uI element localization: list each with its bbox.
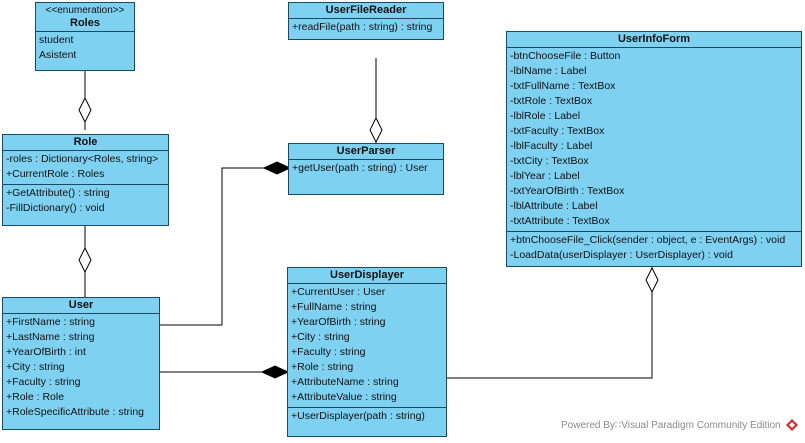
operation: -LoadData(userDisplayer : UserDisplayer)…: [510, 249, 733, 261]
class-name: UserInfoForm: [617, 33, 691, 45]
edge-parser-user: [160, 167, 290, 326]
attribute: +YearOfBirth : string: [291, 316, 386, 328]
attribute: -lblAttribute : Label: [510, 200, 598, 212]
operations-compartment: +GetAttribute() : string -FillDictionary…: [3, 185, 168, 218]
attribute: +CurrentUser : User: [291, 286, 386, 298]
attribute: +FullName : string: [291, 301, 377, 313]
attributes-compartment: student Asistent: [36, 32, 134, 65]
aggregation-diamond-form: [645, 266, 659, 294]
operation: +UserDisplayer(path : string): [291, 410, 425, 422]
operations-compartment: +readFile(path : string) : string: [289, 19, 443, 37]
operations-compartment: +getUser(path : string) : User: [289, 160, 443, 178]
operation: -FillDictionary() : void: [6, 202, 105, 214]
attribute: -lblYear : Label: [510, 170, 580, 182]
attribute: +City : string: [6, 361, 65, 373]
attribute: -lblName : Label: [510, 65, 587, 77]
class-name: UserParser: [336, 145, 396, 157]
enum-literal: Asistent: [39, 49, 77, 61]
attribute: -txtCity : TextBox: [510, 155, 589, 167]
class-user[interactable]: User +FirstName : string +LastName : str…: [2, 297, 160, 430]
attributes-compartment: +FirstName : string +LastName : string +…: [3, 314, 159, 422]
operation: +getUser(path : string) : User: [292, 162, 428, 174]
attribute: +AttributeName : string: [291, 376, 399, 388]
class-user-parser[interactable]: UserParser +getUser(path : string) : Use…: [288, 143, 444, 195]
attribute: +LastName : string: [6, 331, 95, 343]
class-name: Roles: [70, 17, 100, 29]
class-name: UserFileReader: [325, 4, 407, 16]
class-name: User: [68, 299, 94, 311]
class-user-file-reader[interactable]: UserFileReader +readFile(path : string) …: [288, 2, 444, 40]
attribute: -txtRole : TextBox: [510, 95, 593, 107]
attribute: +YearOfBirth : int: [6, 346, 86, 358]
attribute: -btnChooseFile : Button: [510, 50, 621, 62]
class-name: Role: [73, 136, 98, 148]
attribute: +RoleSpecificAttribute : string: [6, 406, 145, 418]
operation: +GetAttribute() : string: [6, 187, 110, 199]
attribute: +FirstName : string: [6, 316, 95, 328]
class-user-displayer[interactable]: UserDisplayer +CurrentUser : User +FullN…: [287, 267, 447, 437]
attribute: +AttributeValue : string: [291, 391, 397, 403]
attributes-compartment: -roles : Dictionary<Roles, string> +Curr…: [3, 151, 168, 185]
visual-paradigm-logo-icon: [786, 419, 798, 431]
operation: +btnChooseFile_Click(sender : object, e …: [510, 234, 786, 246]
enum-literal: student: [39, 34, 74, 46]
class-header: Role: [3, 135, 168, 151]
attribute: +Faculty : string: [6, 376, 81, 388]
edge-form-displayer: [447, 267, 653, 379]
attribute: -txtAttribute : TextBox: [510, 215, 610, 227]
attribute: -txtFaculty : TextBox: [510, 125, 605, 137]
class-header: UserFileReader: [289, 3, 443, 19]
attribute: -lblRole : Label: [510, 110, 581, 122]
aggregation-diamond-roles: [78, 96, 92, 124]
attribute: +Role : string: [291, 361, 354, 373]
class-user-info-form[interactable]: UserInfoForm -btnChooseFile : Button -lb…: [506, 31, 802, 267]
stereotype-label: <<enumeration>>: [45, 5, 125, 16]
composition-diamond-displayer: [260, 365, 290, 379]
class-role[interactable]: Role -roles : Dictionary<Roles, string> …: [2, 134, 169, 226]
operations-compartment: +UserDisplayer(path : string): [288, 408, 446, 426]
aggregation-diamond-role: [78, 246, 92, 274]
attribute: -txtYearOfBirth : TextBox: [510, 185, 625, 197]
class-header: User: [3, 298, 159, 314]
class-header: UserDisplayer: [288, 268, 446, 284]
attributes-compartment: +CurrentUser : User +FullName : string +…: [288, 284, 446, 408]
attribute: +Role : Role: [6, 391, 65, 403]
attributes-compartment: -btnChooseFile : Button -lblName : Label…: [507, 48, 801, 232]
attribute: -roles : Dictionary<Roles, string>: [6, 153, 159, 165]
operations-compartment: +btnChooseFile_Click(sender : object, e …: [507, 232, 801, 265]
composition-diamond-parser: [262, 161, 292, 175]
attribute: -txtFullName : TextBox: [510, 80, 616, 92]
class-header: UserInfoForm: [507, 32, 801, 48]
class-roles[interactable]: <<enumeration>> Roles student Asistent: [35, 2, 135, 71]
attribute: +CurrentRole : Roles: [6, 168, 105, 180]
attribute: -lblFaculty : Label: [510, 140, 593, 152]
class-header: <<enumeration>> Roles: [36, 3, 134, 32]
operation: +readFile(path : string) : string: [292, 21, 433, 33]
attribute: +City : string: [291, 331, 350, 343]
attribute: +Faculty : string: [291, 346, 366, 358]
powered-by-label: Powered By∷Visual Paradigm Community Edi…: [561, 420, 781, 431]
class-name: UserDisplayer: [330, 269, 404, 281]
class-header: UserParser: [289, 144, 443, 160]
aggregation-diamond-reader: [369, 116, 383, 144]
